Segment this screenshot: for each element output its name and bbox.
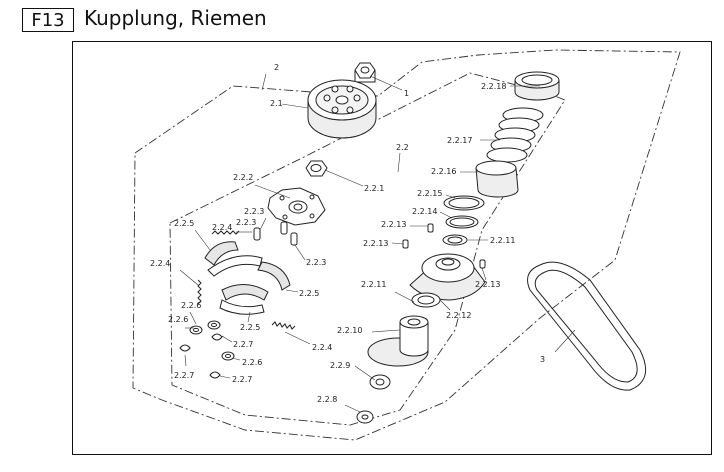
- label-2-2-13-a: 2.2.13: [381, 220, 406, 229]
- label-2-2-5-c: 2.2.5: [240, 323, 260, 332]
- label-2-2-6-c: 2.2.6: [242, 358, 262, 367]
- part-pin-2-2-13-b: [402, 239, 409, 249]
- label-2-1: 2.1: [270, 99, 283, 108]
- label-2-2-6-b: 2.2.6: [168, 315, 188, 324]
- label-2-2-7-b: 2.2.7: [174, 371, 194, 380]
- label-2-2-9: 2.2.9: [330, 361, 350, 370]
- label-2-2-1: 2.2.1: [364, 184, 384, 193]
- label-2-2-11-a: 2.2.11: [490, 236, 515, 245]
- part-nut-1: [354, 62, 376, 83]
- part-fixed-sheave-2-2-10: [367, 315, 429, 367]
- part-sheave-2-2-12: [409, 253, 486, 301]
- label-2-2-3-a: 2.2.3: [244, 207, 264, 216]
- part-clutch-bell-2-1: [307, 79, 377, 139]
- label-2-2-8: 2.2.8: [317, 395, 337, 404]
- part-springs-2-2-4: [197, 230, 296, 330]
- part-stack-right: [402, 71, 560, 269]
- figure-code: F13: [31, 9, 65, 31]
- callout-labels: 1 2 3 2.1 2.2 2.2.1 2.2.2 2.2.3 2.2.3 2.…: [150, 63, 545, 404]
- figure-code-box: F13: [22, 8, 74, 32]
- label-2-2-4-a: 2.2.4: [212, 223, 232, 232]
- label-2-2-13-b: 2.2.13: [363, 239, 388, 248]
- label-2-2-5-a: 2.2.5: [174, 219, 194, 228]
- part-pin-2-2-13-c: [479, 259, 486, 269]
- part-clutch-shoes-2-2-5: [204, 241, 291, 315]
- label-2-2-5-b: 2.2.5: [299, 289, 319, 298]
- label-2-2-14: 2.2.14: [412, 207, 437, 216]
- part-nut-2-2-1: [305, 160, 328, 177]
- label-2-2-7-c: 2.2.7: [232, 375, 252, 384]
- part-bushing-2-2-8: [356, 410, 374, 424]
- group-2-2-outline: [169, 72, 566, 426]
- part-sleeve-2-2-16: [475, 167, 519, 198]
- label-2-2-3-b: 2.2.3: [306, 258, 326, 267]
- label-2-2-3-c: 2.2.3: [236, 218, 256, 227]
- part-washers-2-2-6: [189, 320, 235, 361]
- part-seal-2-2-11-lower: [411, 292, 441, 308]
- label-2-2-6-a: 2.2.6: [181, 301, 201, 310]
- label-2-2-13-c: 2.2.13: [475, 280, 500, 289]
- part-bearing-2-2-9: [369, 374, 391, 390]
- label-2-2-2: 2.2.2: [233, 173, 253, 182]
- part-clips-2-2-7: [179, 333, 223, 379]
- label-2-2: 2.2: [396, 143, 409, 152]
- part-drive-plate-2-2-2: [267, 187, 326, 226]
- label-2: 2: [274, 63, 279, 72]
- label-2-2-15: 2.2.15: [417, 189, 442, 198]
- page-title: Kupplung, Riemen: [84, 6, 267, 30]
- label-2-2-12: 2.2.12: [446, 311, 471, 320]
- label-1: 1: [404, 89, 409, 98]
- label-2-2-17: 2.2.17: [447, 136, 472, 145]
- label-2-2-4-b: 2.2.4: [150, 259, 170, 268]
- label-3: 3: [540, 355, 545, 364]
- part-pin-2-2-13-a: [427, 223, 434, 233]
- diagram-frame: [72, 41, 712, 455]
- part-belt-3: [527, 261, 647, 391]
- label-2-2-16: 2.2.16: [431, 167, 456, 176]
- label-2-2-11-b: 2.2.11: [361, 280, 386, 289]
- label-2-2-4-c: 2.2.4: [312, 343, 332, 352]
- leader-lines: [179, 73, 576, 413]
- label-2-2-18: 2.2.18: [481, 82, 506, 91]
- part-pins-2-2-3: [253, 221, 298, 246]
- label-2-2-10: 2.2.10: [337, 326, 362, 335]
- part-rings-2-2-17: [486, 107, 544, 163]
- label-2-2-7-a: 2.2.7: [233, 340, 253, 349]
